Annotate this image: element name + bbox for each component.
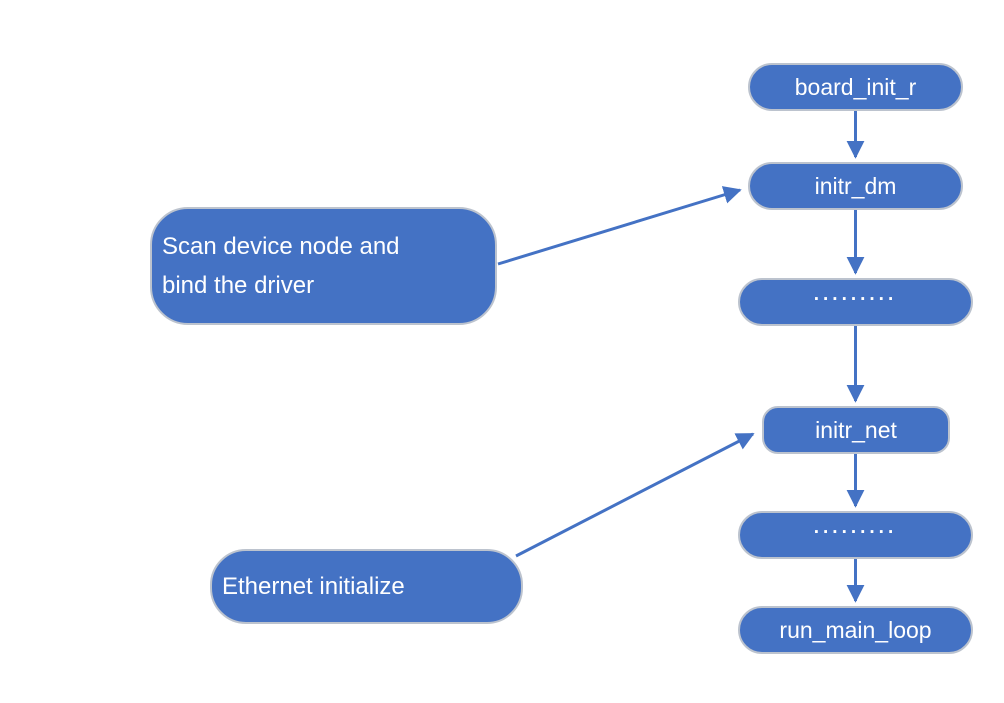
node-initr-dm-label: initr_dm — [814, 172, 897, 199]
node-ellipsis-2-label: ......... — [813, 517, 898, 538]
node-board-init-r: board_init_r — [748, 63, 963, 111]
node-run-main-loop-label: run_main_loop — [779, 616, 932, 643]
node-board-init-r-label: board_init_r — [794, 73, 917, 100]
node-ellipsis-1: ......... — [738, 278, 973, 326]
callout-scan-device-node-line2: bind the driver — [162, 272, 315, 299]
node-ellipsis-1-label: ......... — [813, 284, 898, 305]
callout-scan-device-node-line1: Scan device node and — [162, 233, 400, 260]
callout-ethernet-initialize: Ethernet initialize — [210, 549, 523, 624]
callout-scan-device-node: Scan device node and bind the driver — [150, 207, 497, 325]
arrow-scan-callout-to-initr-dm — [497, 186, 742, 266]
node-initr-dm: initr_dm — [748, 162, 963, 210]
node-run-main-loop: run_main_loop — [738, 606, 973, 654]
node-initr-net: initr_net — [762, 406, 950, 454]
callout-ethernet-initialize-line1: Ethernet initialize — [222, 573, 405, 600]
node-initr-net-label: initr_net — [815, 416, 897, 443]
arrow-ethernet-callout-to-initr-net — [515, 432, 755, 558]
node-ellipsis-2: ......... — [738, 511, 973, 559]
